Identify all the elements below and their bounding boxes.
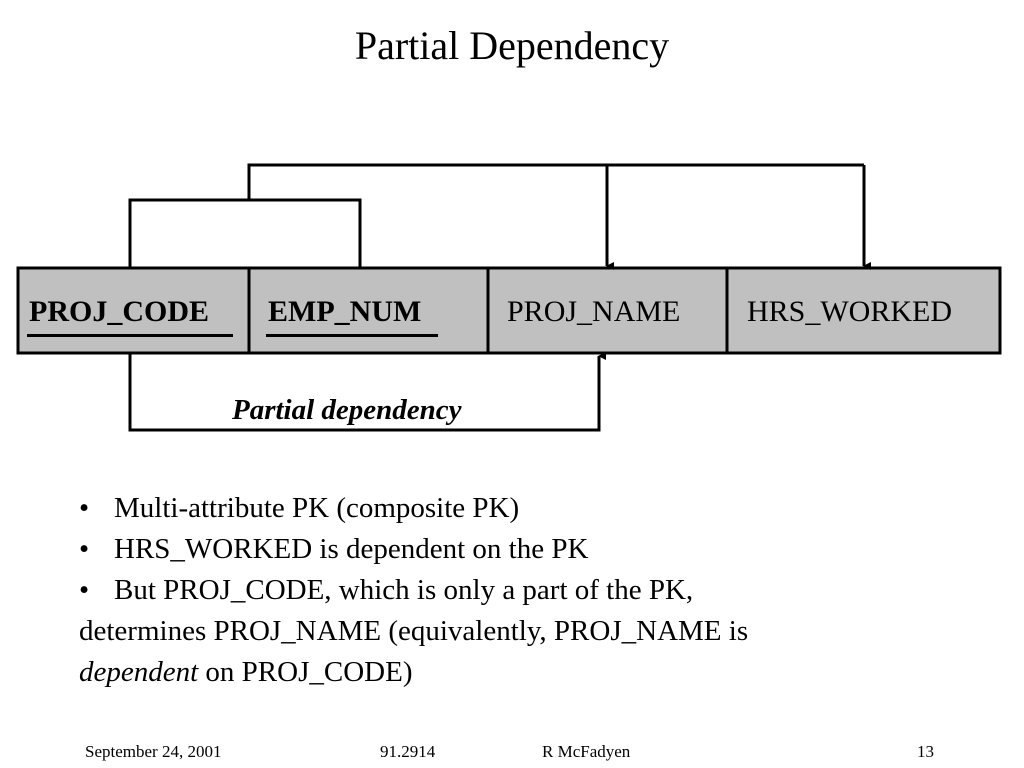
bullet-marker: • — [79, 533, 90, 565]
bullet-item: • HRS_WORKED is dependent on the PK — [79, 529, 979, 570]
attribute-label-proj-code: PROJ_CODE — [29, 295, 209, 328]
bullet-text: HRS_WORKED is dependent on the PK — [114, 533, 589, 565]
full-dependency-line — [247, 163, 864, 200]
key-underline-proj-code — [27, 334, 233, 337]
bullet-continuation: determines PROJ_NAME (equivalently, PROJ… — [79, 615, 749, 647]
bullet-text: But PROJ_CODE, which is only a part of t… — [114, 574, 694, 606]
attribute-label-proj-name: PROJ_NAME — [507, 295, 681, 328]
composite-key-bracket — [128, 198, 362, 268]
bullet-list: • Multi-attribute PK (composite PK) • HRS_… — [79, 488, 979, 693]
attribute-label-emp-num: EMP_NUM — [268, 295, 422, 328]
slide-title: Partial Dependency — [354, 23, 670, 68]
attribute-cell-proj-code — [16, 266, 251, 355]
footer-page-number: 13 — [917, 742, 934, 761]
attribute-label-hrs-worked: HRS_WORKED — [747, 295, 953, 328]
partial-dependency-label: Partial dependency — [232, 394, 462, 426]
footer-date: September 24, 2001 — [85, 742, 222, 761]
bullet-continuation: dependent on PROJ_CODE) — [79, 652, 979, 693]
bullet-item: • But PROJ_CODE, which is only a part of … — [79, 570, 979, 611]
attribute-cell-emp-num — [247, 266, 490, 355]
bullet-marker: • — [79, 574, 90, 606]
footer-author: R McFadyen — [542, 742, 631, 761]
partial-dependency-line — [128, 352, 606, 432]
bullet-text: Multi-attribute PK (composite PK) — [114, 492, 520, 524]
bullet-item: • Multi-attribute PK (composite PK) — [79, 488, 979, 529]
attribute-cell-hrs-worked — [725, 266, 1002, 355]
bullet-text: on PROJ_CODE) — [198, 656, 413, 688]
emphasis-text: dependent — [79, 656, 199, 688]
footer-course: 91.2914 — [380, 742, 436, 761]
key-underline-emp-num — [266, 334, 438, 337]
attribute-cell-proj-name — [486, 266, 729, 355]
bullet-marker: • — [79, 492, 90, 524]
